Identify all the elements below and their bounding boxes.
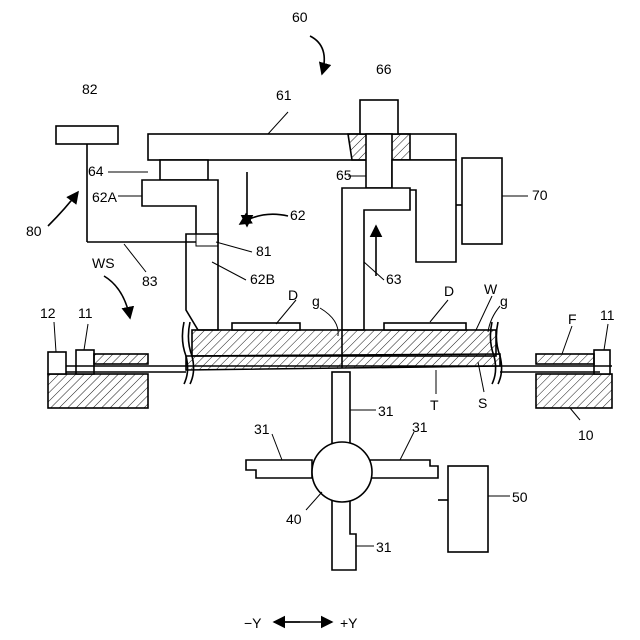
label-82: 82 — [82, 81, 98, 97]
label-12: 12 — [40, 305, 56, 321]
unit-70 — [462, 158, 502, 244]
label-81: 81 — [256, 243, 272, 259]
label-31-bottom: 31 — [376, 539, 392, 555]
label-31-left: 31 — [254, 421, 270, 437]
label-g-left: g — [312, 293, 320, 309]
label-31-top: 31 — [378, 403, 394, 419]
device-D-right — [384, 323, 466, 330]
label-WS: WS — [92, 255, 115, 271]
clamp-11-right — [594, 350, 610, 374]
label-60: 60 — [292, 9, 308, 25]
label-F: F — [568, 311, 577, 327]
clamp-12 — [48, 352, 66, 374]
rotation-mechanism — [246, 372, 488, 570]
frame-10 — [536, 374, 612, 408]
holder-64 — [160, 160, 208, 180]
label-50: 50 — [512, 489, 528, 505]
label-62B: 62B — [250, 271, 275, 287]
table-assembly — [48, 322, 612, 408]
unit-50 — [448, 466, 488, 552]
label-62A: 62A — [92, 189, 118, 205]
label-11-right: 11 — [600, 307, 615, 323]
arm-31-left — [246, 460, 312, 478]
label-W: W — [484, 281, 498, 297]
frame-F-left — [94, 354, 148, 364]
label-64: 64 — [88, 163, 104, 179]
wafer-W — [192, 330, 496, 356]
leader-WS — [104, 276, 130, 318]
device-D-left — [232, 323, 300, 330]
label-83: 83 — [142, 273, 158, 289]
leader-80 — [48, 192, 78, 226]
label-61: 61 — [276, 87, 292, 103]
axis-minus-label: −Y — [244, 615, 262, 631]
label-62: 62 — [290, 207, 306, 223]
label-10: 10 — [578, 427, 594, 443]
label-63: 63 — [386, 271, 402, 287]
axis-plus-label: +Y — [340, 615, 358, 631]
label-66: 66 — [376, 61, 392, 77]
label-T: T — [430, 397, 439, 413]
label-11-left: 11 — [78, 305, 93, 321]
device-82 — [56, 126, 118, 144]
leader-60 — [310, 36, 324, 74]
label-80: 80 — [26, 223, 42, 239]
frame-F — [536, 354, 594, 364]
label-g-right: g — [500, 293, 508, 309]
arm-31-right — [370, 460, 438, 478]
label-D-right: D — [444, 283, 454, 299]
label-31-right: 31 — [412, 419, 428, 435]
clamp-11-left — [76, 350, 94, 374]
spindle-65 — [366, 134, 392, 188]
label-S: S — [478, 395, 487, 411]
label-65: 65 — [336, 167, 352, 183]
frame-left — [48, 374, 148, 408]
break-left — [182, 322, 187, 384]
label-40: 40 — [286, 511, 302, 527]
label-D-left: D — [288, 287, 298, 303]
block-62A — [142, 180, 218, 242]
wedge-62B — [186, 234, 218, 330]
label-70: 70 — [532, 187, 548, 203]
labels: 60 66 82 61 64 65 70 62A 62 80 81 83 62B… — [26, 9, 615, 631]
shaft-upper — [332, 372, 350, 444]
motor-66 — [360, 100, 398, 134]
shaft-lower — [332, 500, 356, 570]
column — [392, 160, 456, 262]
